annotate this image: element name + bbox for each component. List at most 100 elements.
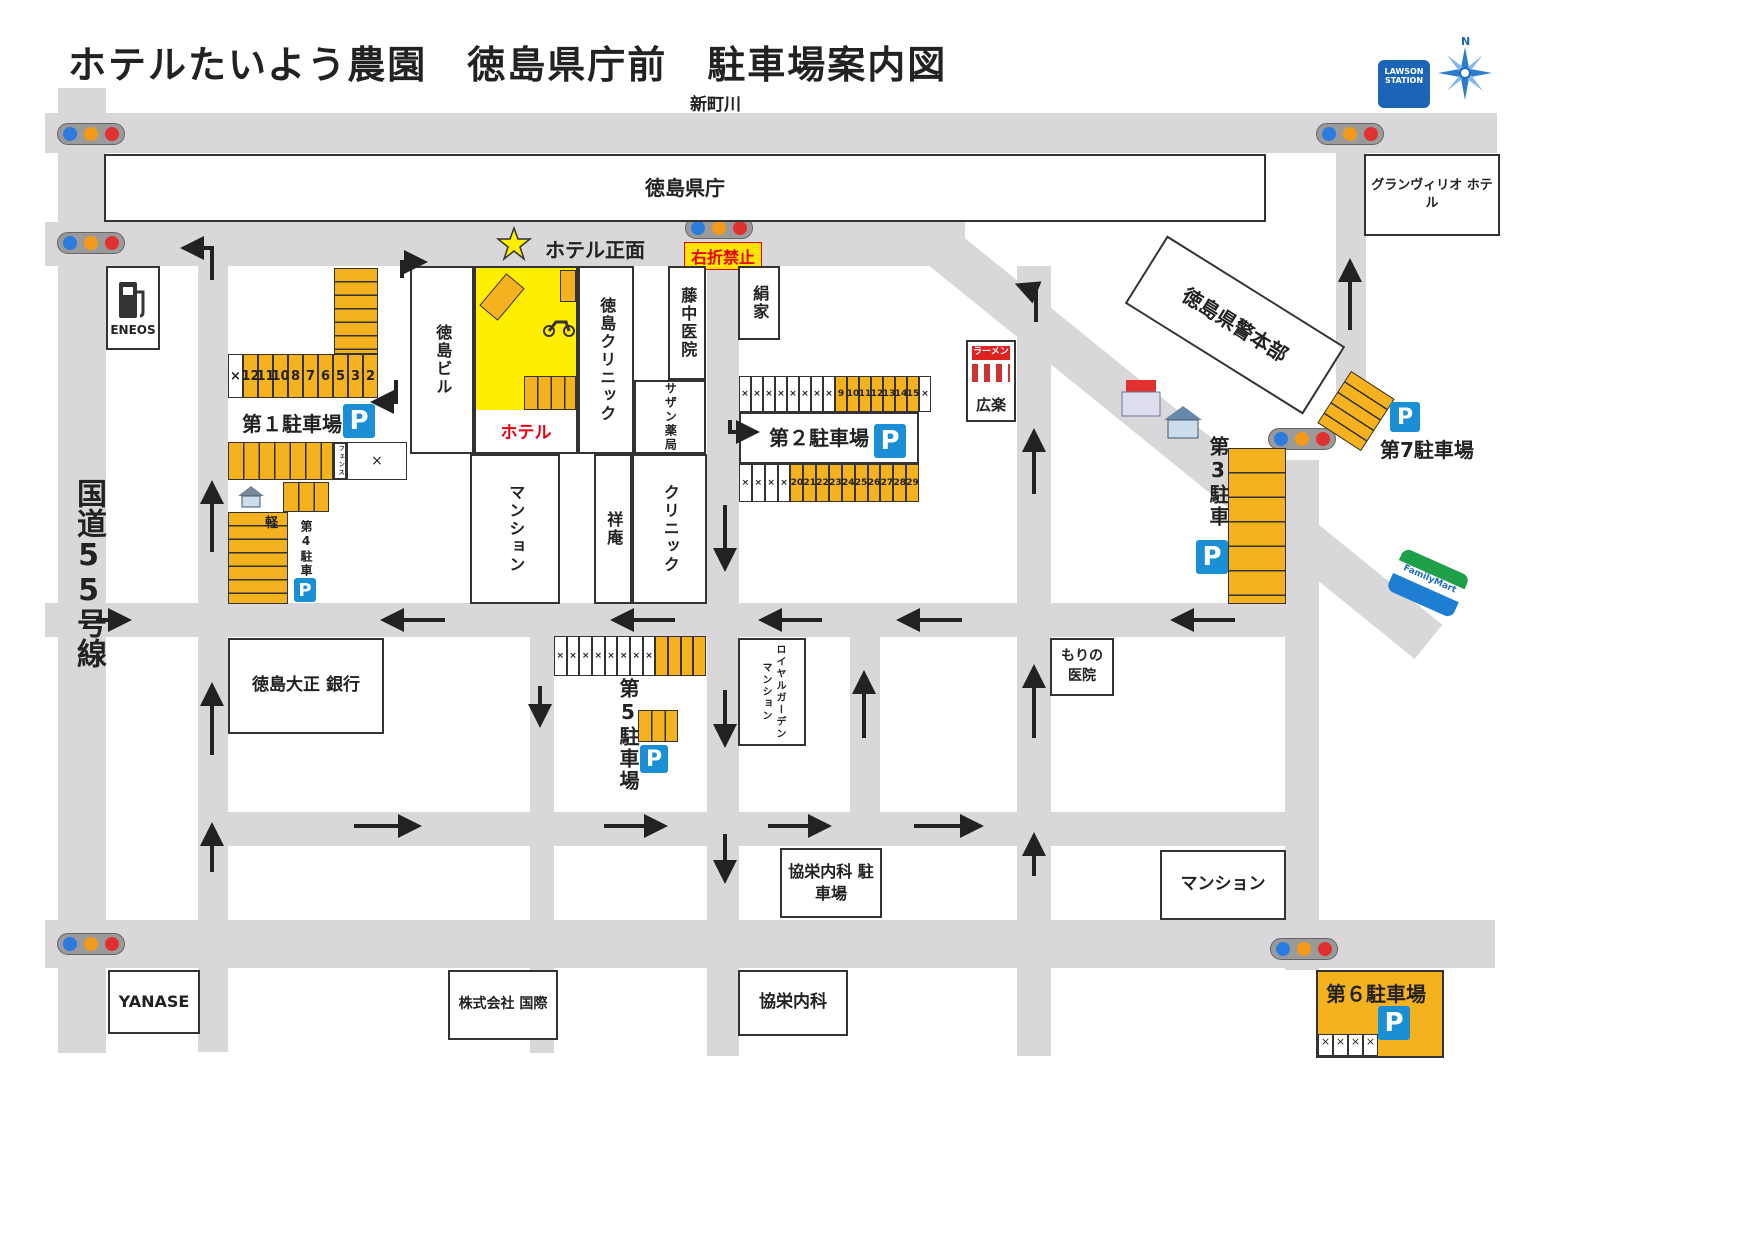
- p2-label: 第２駐車場: [769, 426, 869, 450]
- koraku-label: 広楽: [975, 396, 1006, 414]
- road-south: [45, 920, 1495, 968]
- kei-label: 軽: [265, 516, 279, 531]
- parking-space: ×: [751, 464, 765, 502]
- traffic-signal-icon: [685, 217, 753, 239]
- parking-space: 24: [841, 464, 855, 502]
- hotel: ホテル: [474, 266, 578, 454]
- p6-block: 第６駐車場 P × × × ×: [1316, 970, 1444, 1058]
- fence: フェンス: [333, 442, 347, 480]
- parking-space: 8: [288, 354, 303, 398]
- morino-clinic: もりの 医院: [1050, 638, 1114, 696]
- parking-space: 12: [871, 376, 883, 412]
- motorcycle-icon: [543, 320, 575, 337]
- shop-icon: [972, 364, 1010, 382]
- river-label: 新町川: [690, 95, 741, 115]
- arrow-icon: [370, 380, 398, 414]
- parking-space: 13: [883, 376, 895, 412]
- tokushima-clinic: 徳島クリニック: [578, 266, 634, 454]
- compass-icon: N: [1438, 35, 1492, 100]
- parking-space: [693, 636, 706, 676]
- prefecture-office: 徳島県庁: [104, 154, 1266, 222]
- parking-space: [668, 636, 681, 676]
- parking-icon: P: [294, 578, 316, 602]
- p4-block: [228, 512, 288, 604]
- traffic-signal-icon: [1270, 938, 1338, 960]
- parking-space: ×: [642, 636, 656, 676]
- parking-space: 10: [847, 376, 859, 412]
- parking-space: [680, 636, 694, 676]
- kinuya: 絹家: [738, 266, 780, 340]
- eneos-label: ENEOS: [110, 322, 156, 337]
- parking-icon: P: [1390, 402, 1420, 432]
- parking-space: 28: [893, 464, 907, 502]
- star-icon: [496, 226, 532, 262]
- parking-space: ×: [630, 636, 643, 676]
- parking-space: 5: [333, 354, 348, 398]
- traffic-signal-icon: [1316, 123, 1384, 145]
- parking-space: 25: [854, 464, 868, 502]
- parking-space: [655, 636, 668, 676]
- parking-space: 22: [816, 464, 829, 502]
- parking-space: ×: [579, 636, 592, 676]
- p7-label: 第7駐車場: [1380, 438, 1474, 462]
- parking-space: 21: [803, 464, 817, 502]
- parking-space: ×: [787, 376, 799, 412]
- parking-icon: P: [874, 424, 906, 458]
- parking-space: 11: [859, 376, 871, 412]
- parking-space: 15: [907, 376, 919, 412]
- gas-pump-icon: [119, 281, 145, 318]
- shoan: 祥庵: [594, 454, 632, 604]
- sazan-pharmacy: サザン薬局: [634, 380, 706, 454]
- parking-space: 7: [303, 354, 318, 398]
- arrow-icon: [1014, 281, 1042, 322]
- traffic-signal-icon: [1268, 428, 1336, 450]
- traffic-signal-icon: [57, 933, 125, 955]
- parking-space: 29: [906, 464, 919, 502]
- parking-space: ×: [228, 354, 243, 398]
- p1-block: [334, 268, 378, 354]
- eneos-station: ENEOS: [106, 266, 160, 350]
- hotel-front-label: ホテル正面: [545, 238, 645, 262]
- royal-garden-mansion: ロイヤルガーデンマンション: [738, 638, 806, 746]
- house-icon: [1162, 404, 1204, 440]
- no-right-turn-sign: 右折禁止: [684, 242, 762, 270]
- p4-label: 第4駐車場: [299, 520, 313, 592]
- compass-n: N: [1461, 35, 1470, 48]
- ramen-sign: ラーメン: [972, 346, 1010, 360]
- parking-icon: P: [640, 745, 668, 773]
- parking-space: 11: [256, 354, 275, 398]
- lawson-logo: LAWSON STATION: [1378, 60, 1430, 108]
- traffic-signal-icon: [57, 123, 125, 145]
- parking-space: ×: [777, 464, 791, 502]
- parking-space: ×: [566, 636, 580, 676]
- parking-space: ×: [799, 376, 811, 412]
- kyoei-clinic: 協栄内科: [738, 970, 848, 1036]
- taisho-bank: 徳島大正 銀行: [228, 638, 384, 734]
- p5-label: 第5駐車場: [616, 678, 640, 792]
- kokusai-company: 株式会社 国際: [448, 970, 558, 1040]
- parking-space: 6: [318, 354, 333, 398]
- mansion-1: マンション: [470, 454, 560, 604]
- parking-space: ×: [739, 464, 752, 502]
- fujinaka-clinic: 藤中医院: [668, 266, 706, 380]
- p4-top: [283, 482, 329, 512]
- mansion-2: マンション: [1160, 850, 1286, 920]
- parking-space: 14: [895, 376, 907, 412]
- parking-space: ×: [604, 636, 618, 676]
- kyoei-parking: 協栄内科 駐車場: [780, 848, 882, 918]
- arrow-icon: [728, 420, 760, 444]
- road-v3: [707, 266, 739, 1056]
- arrow-icon: [180, 236, 214, 280]
- parking-space: ×: [764, 464, 778, 502]
- parking-space: 26: [867, 464, 881, 502]
- clinic-2: クリニック: [632, 454, 707, 604]
- p5-block: [638, 710, 678, 742]
- parking-space: ×: [739, 376, 751, 412]
- map-title: ホテルたいよう農園 徳島県庁前 駐車場案内図: [68, 43, 948, 87]
- arrow-icon: [400, 250, 428, 278]
- koraku-restaurant: ラーメン 広楽: [966, 340, 1016, 422]
- road-v1: [198, 222, 228, 1052]
